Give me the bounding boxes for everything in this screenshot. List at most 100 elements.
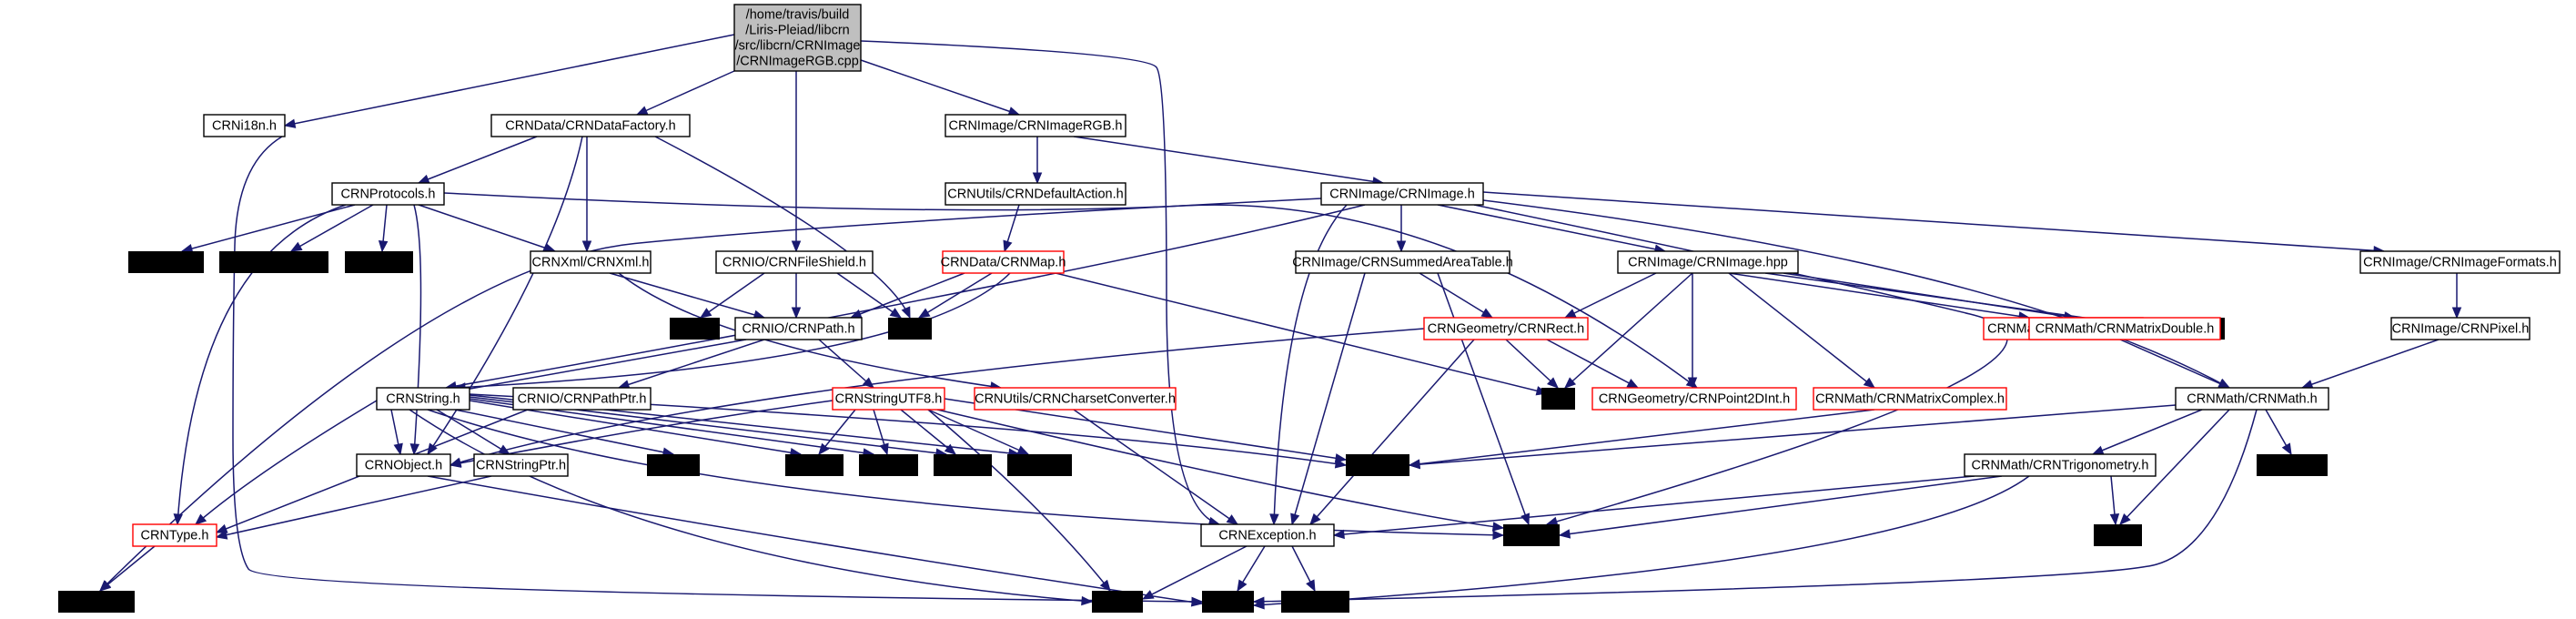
edge-root-to-fileshield bbox=[791, 71, 802, 253]
edge-datafactory-to-map bbox=[654, 136, 911, 320]
edge-type-to-type_traits bbox=[98, 545, 156, 592]
node-fileshield[interactable]: CRNIO/CRNFileShield.h bbox=[715, 250, 874, 274]
node-exception-h[interactable]: CRNException.h bbox=[1200, 523, 1335, 547]
edge-datafactory-to-protocols bbox=[417, 136, 538, 184]
edge-stringptr-to-type bbox=[215, 475, 492, 540]
node-label: CRNMath/CRNMatrixDouble.h bbox=[2036, 322, 2215, 337]
edge-utf8-to-string bbox=[927, 409, 1111, 593]
node-label: map bbox=[897, 322, 923, 337]
node-label: CRNString.h bbox=[386, 392, 460, 407]
node-pathptr[interactable]: CRNIO/CRNPathPtr.h bbox=[512, 387, 652, 411]
node-label: ostream bbox=[791, 459, 838, 473]
node-crn: CRN.h bbox=[1202, 591, 1254, 613]
node-label: unordered_map bbox=[227, 256, 320, 270]
nodes: /home/travis/build/Liris-Pleiad/libcrn/s… bbox=[58, 4, 2561, 613]
node-map: map bbox=[888, 318, 932, 340]
edge-utf8-to-ostream bbox=[818, 409, 856, 456]
edge-exception_h-to-string bbox=[1141, 545, 1248, 600]
node-label: CRNUtils/CRNCharsetConverter.h bbox=[975, 392, 1176, 407]
node-i18n[interactable]: CRNi18n.h bbox=[203, 114, 286, 137]
edge-image_hpp-to-set bbox=[1564, 272, 1693, 389]
node-mutex: mutex bbox=[670, 318, 720, 340]
node-defaultaction[interactable]: CRNUtils/CRNDefaultAction.h bbox=[945, 182, 1126, 206]
edge-defaultaction-to-map_h bbox=[1003, 204, 1020, 253]
node-string-h[interactable]: CRNString.h bbox=[376, 387, 470, 411]
edge-root-to-datafactory bbox=[635, 70, 735, 116]
node-label: string.h bbox=[652, 459, 695, 473]
node-label: CRNImage/CRNPixel.h bbox=[2392, 322, 2530, 337]
node-point2dint[interactable]: CRNGeometry/CRNPoint2DInt.h bbox=[1591, 387, 1797, 411]
node-rect[interactable]: CRNGeometry/CRNRect.h bbox=[1423, 317, 1589, 340]
node-image-h[interactable]: CRNImage/CRNImage.h bbox=[1320, 182, 1484, 206]
node-pixel[interactable]: CRNImage/CRNPixel.h bbox=[2390, 317, 2531, 340]
edge-image_h-to-exception_h bbox=[1269, 204, 1348, 526]
node-type-traits: type_traits bbox=[58, 591, 135, 613]
node-stringptr[interactable]: CRNStringPtr.h bbox=[473, 453, 569, 477]
edge-pixel-to-math bbox=[2300, 339, 2440, 390]
node-map-h[interactable]: CRNData/CRNMap.h bbox=[941, 250, 1066, 274]
node-type[interactable]: CRNType.h bbox=[132, 523, 217, 547]
node-root[interactable]: /home/travis/build/Liris-Pleiad/libcrn/s… bbox=[733, 4, 862, 72]
edge-math-to-trig bbox=[2091, 409, 2203, 455]
node-object[interactable]: CRNObject.h bbox=[356, 453, 451, 477]
edge-summed-to-rect bbox=[1419, 272, 1494, 319]
node-label: CRNIO/CRNPathPtr.h bbox=[518, 392, 647, 407]
node-sstream: sstream bbox=[859, 454, 918, 476]
edge-image_hpp-to-matrixint bbox=[1728, 272, 2031, 321]
node-label: iomanip bbox=[940, 459, 986, 473]
node-label: algorithm bbox=[2265, 459, 2319, 473]
edge-datafactory-to-xml bbox=[581, 137, 592, 253]
node-string: string bbox=[1092, 591, 1143, 613]
node-image-hpp[interactable]: CRNImage/CRNImage.hpp bbox=[1617, 250, 1799, 274]
node-formats[interactable]: CRNImage/CRNImageFormats.h bbox=[2359, 250, 2561, 274]
node-iomanip: iomanip bbox=[934, 454, 992, 476]
node-label: CRNIO/CRNFileShield.h bbox=[722, 256, 866, 270]
edge-matrixdouble-to-math bbox=[2119, 339, 2231, 389]
node-trig[interactable]: CRNMath/CRNTrigonometry.h bbox=[1964, 453, 2157, 477]
node-label: CRNMath/CRNTrigonometry.h bbox=[1972, 459, 2149, 473]
edge-image_h-to-formats bbox=[1482, 191, 2386, 256]
node-label: complex bbox=[1353, 459, 1403, 473]
node-label: /home/travis/build bbox=[746, 8, 850, 23]
node-datafactory[interactable]: CRNData/CRNDataFactory.h bbox=[490, 114, 691, 137]
edge-image_h-to-math bbox=[1482, 199, 2231, 389]
node-label: CRNStringUTF8.h bbox=[835, 392, 943, 407]
edge-i18n-to-crn bbox=[232, 136, 1204, 607]
edge-root-to-i18n bbox=[283, 34, 735, 128]
node-protocols[interactable]: CRNProtocols.h bbox=[331, 182, 445, 206]
node-imagergb[interactable]: CRNImage/CRNImageRGB.h bbox=[945, 114, 1126, 137]
node-utf8[interactable]: CRNStringUTF8.h bbox=[832, 387, 945, 411]
node-matrixdouble[interactable]: CRNMath/CRNMatrixDouble.h bbox=[2028, 317, 2221, 340]
node-math[interactable]: CRNMath/CRNMath.h bbox=[2175, 387, 2329, 411]
edge-math-to-cmath bbox=[2119, 409, 2230, 525]
node-stdlib: stdlib.h bbox=[1007, 454, 1072, 476]
node-label: /Liris-Pleiad/libcrn bbox=[745, 24, 849, 38]
node-label: CRNIO/CRNPath.h bbox=[742, 322, 854, 337]
edge-math-to-crn bbox=[1252, 409, 2258, 606]
node-label: exception bbox=[1287, 595, 1343, 610]
node-path[interactable]: CRNIO/CRNPath.h bbox=[734, 317, 863, 340]
edge-utf8-to-iomanip bbox=[900, 409, 957, 455]
node-label: CRNImage/CRNImage.hpp bbox=[1628, 256, 1788, 270]
edge-charset-to-exception_h bbox=[1073, 409, 1239, 525]
edge-protocols-to-typeinfo bbox=[378, 204, 389, 253]
node-exception: exception bbox=[1281, 591, 1349, 613]
node-summed[interactable]: CRNImage/CRNSummedAreaTable.h bbox=[1292, 250, 1513, 274]
edge-string_h-to-string_dot_h bbox=[454, 409, 675, 457]
edge-path-to-pathptr bbox=[617, 339, 765, 390]
node-ostream: ostream bbox=[785, 454, 844, 476]
node-typeinfo: typeinfo bbox=[345, 251, 413, 273]
node-xml[interactable]: CRNXml/CRNXml.h bbox=[530, 250, 652, 274]
node-label: vector bbox=[1513, 529, 1550, 543]
edge-fileshield-to-mutex bbox=[699, 272, 765, 319]
node-string-dot-h: string.h bbox=[647, 454, 700, 476]
node-charset[interactable]: CRNUtils/CRNCharsetConverter.h bbox=[974, 387, 1177, 411]
node-matrixcomplex[interactable]: CRNMath/CRNMatrixComplex.h bbox=[1813, 387, 2007, 411]
node-label: CRNGeometry/CRNPoint2DInt.h bbox=[1599, 392, 1790, 407]
node-label: sstream bbox=[865, 459, 913, 473]
edge-string_h-to-string bbox=[409, 409, 1094, 606]
node-label: CRNUtils/CRNDefaultAction.h bbox=[947, 188, 1123, 202]
node-unordered-map: unordered_map bbox=[219, 251, 328, 273]
node-label: typeindex bbox=[137, 256, 195, 270]
edge-image_h-to-string_h bbox=[444, 204, 1366, 391]
